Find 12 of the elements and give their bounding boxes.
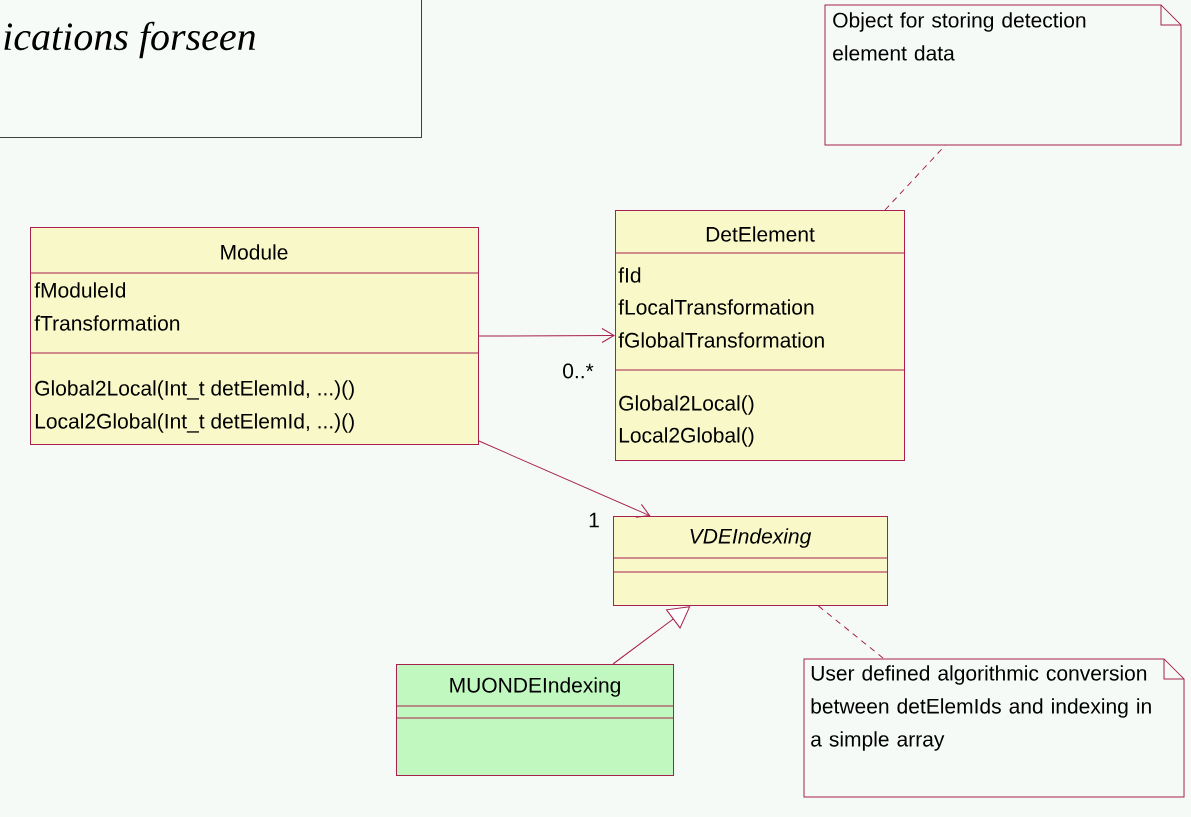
class-box: MUONDEIndexing — [395, 664, 674, 776]
class-box: VDEIndexing — [612, 516, 888, 606]
dashed-line — [884, 144, 946, 211]
dashed-line — [818, 605, 885, 660]
note-box: Object for storing detection element data — [824, 4, 1182, 146]
note-box: User defined algorithmic conversion between detElemIds and indexing in a simple array — [803, 658, 1185, 798]
inheritance-arrow — [612, 606, 691, 665]
class-box: DetElement fId fLocalTransformation fGlobalTransformation Global2Local() Local2Global() — [614, 210, 905, 461]
class-box: Module fModuleId fTransformation Global2Local(Int_t detElemId, ...)() Local2Global(Int_t detElemId, ...)() — [29, 227, 479, 445]
arrow — [478, 440, 651, 518]
arrow — [478, 328, 615, 344]
title-box: ications forseen — [0, 0, 422, 138]
